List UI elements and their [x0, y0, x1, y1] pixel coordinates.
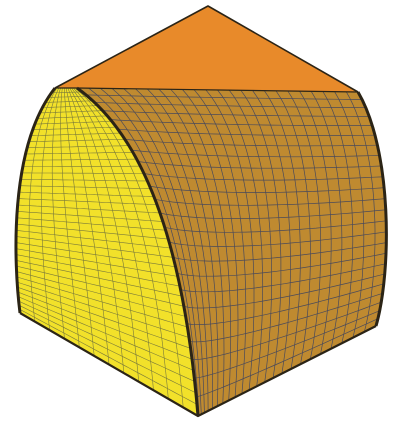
left-face-surface	[15, 88, 199, 416]
top-front-edges	[55, 87, 359, 93]
right-mesh-column-line	[170, 89, 232, 401]
right-mesh-column-line	[334, 91, 365, 338]
left-curved-face	[15, 87, 199, 416]
left-mesh-column-line	[69, 87, 139, 382]
right-mesh-column-line	[264, 90, 301, 370]
right-mesh-column-line	[135, 88, 213, 409]
right-mesh-column-line	[345, 91, 376, 332]
top-back-edges	[54, 5, 359, 93]
left-mesh-column-line	[67, 87, 125, 374]
right-mesh-column-line	[205, 89, 255, 391]
right-mesh-column-line	[217, 89, 264, 387]
top-face-surface	[55, 6, 358, 92]
right-mesh-column-line	[182, 89, 239, 398]
right-mesh-column-line	[287, 90, 322, 360]
figure-outlines	[14, 5, 388, 418]
left-mesh-column-line	[73, 87, 169, 399]
right-mesh-column-line	[275, 90, 311, 365]
left-mesh-column-line	[41, 87, 59, 331]
left-mesh-column-line	[63, 87, 95, 356]
right-mesh-column-line	[88, 87, 200, 416]
front-ridge-edge	[76, 86, 200, 417]
top-flat-face	[55, 6, 358, 92]
right-mesh-column-line	[123, 88, 209, 411]
right-mesh-column-line	[240, 90, 282, 379]
right-face-mesh-grid	[85, 87, 387, 416]
right-mesh-column-line	[100, 88, 202, 415]
left-face-mesh-grid	[15, 87, 198, 408]
left-silhouette-edge	[14, 87, 57, 314]
right-mesh-column-line	[252, 90, 291, 374]
right-mesh-column-line	[322, 91, 354, 344]
left-mesh-column-line	[51, 87, 65, 339]
left-mesh-column-line	[60, 87, 80, 348]
right-curved-face	[77, 87, 387, 416]
right-mesh-column-line	[228, 89, 272, 383]
left-mesh-column-line	[28, 87, 58, 322]
left-mesh-column-line	[71, 87, 154, 391]
bottom-edges	[19, 312, 377, 418]
right-mesh-column-line	[158, 88, 225, 404]
right-mesh-column-line	[193, 89, 247, 394]
left-mesh-column-line	[75, 87, 184, 408]
right-mesh-column-line	[299, 91, 332, 355]
right-face-surface	[77, 88, 387, 416]
right-mesh-column-line	[111, 88, 205, 413]
right-silhouette-edge	[356, 91, 388, 327]
right-mesh-column-line	[147, 88, 219, 407]
left-mesh-column-line	[65, 87, 110, 365]
right-mesh-column-line	[310, 91, 343, 349]
